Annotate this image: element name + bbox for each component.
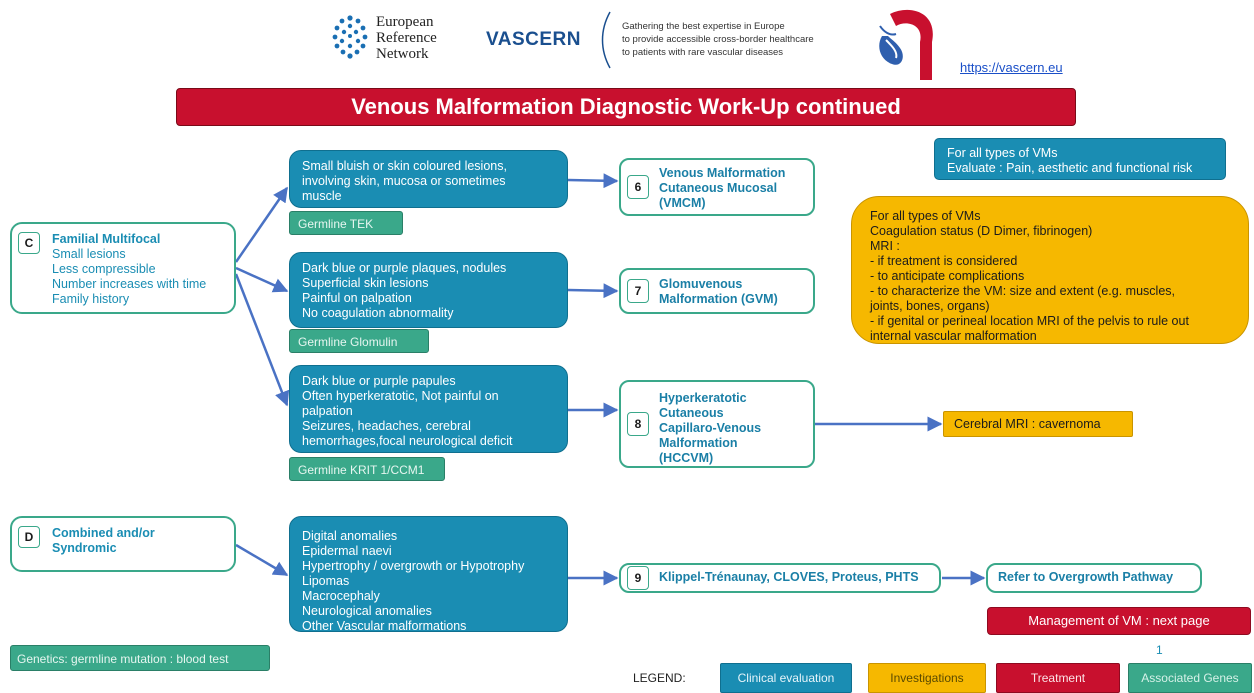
diagnosis-label: Glomuvenous Malformation (GVM) <box>659 277 778 306</box>
ern-text-line2: Reference <box>376 30 437 46</box>
arrow-c-to-clinical-3 <box>234 273 290 407</box>
header-tagline: Gathering the best expertise in Europe t… <box>622 21 814 58</box>
entry-title: Combined and/or Syndromic <box>52 526 155 555</box>
ern-logo: European Reference Network <box>330 12 470 66</box>
cerebral-mri-box: Cerebral MRI : cavernoma <box>943 411 1133 437</box>
diagnosis-box-7: 7 Glomuvenous Malformation (GVM) <box>619 268 815 314</box>
overgrowth-pathway-label: Refer to Overgrowth Pathway <box>998 570 1174 584</box>
entry-familial-multifocal: C Familial Multifocal Small lesions Less… <box>10 222 236 314</box>
info-evaluate-box: For all types of VMs Evaluate : Pain, ae… <box>934 138 1226 180</box>
diagnosis-number: 7 <box>627 279 649 303</box>
arrow-c-to-clinical-1 <box>234 186 289 263</box>
gene-box-glomulin: Germline Glomulin <box>289 329 429 353</box>
arrow-d-to-clinical4 <box>235 543 289 577</box>
vascern-wordmark: VASCERN <box>486 29 581 50</box>
diagnosis-box-9: 9 Klippel-Trénaunay, CLOVES, Proteus, PH… <box>619 563 941 593</box>
genetics-note: Genetics: germline mutation : blood test <box>10 645 270 671</box>
ern-text-line3: Network <box>376 46 429 62</box>
entry-title: Familial Multifocal <box>52 232 161 246</box>
ern-text-line1: European <box>376 14 434 30</box>
ern-logo-icon <box>332 15 368 59</box>
clinical-box-2: Dark blue or purple plaques, nodules Sup… <box>289 252 568 328</box>
overgrowth-pathway-box[interactable]: Refer to Overgrowth Pathway <box>986 563 1202 593</box>
arrow-clinical1-to-dx6 <box>567 173 619 189</box>
gene-box-tek: Germline TEK <box>289 211 403 235</box>
entry-combined-syndromic: D Combined and/or Syndromic <box>10 516 236 572</box>
diagnosis-label: Klippel-Trénaunay, CLOVES, Proteus, PHTS <box>659 570 919 584</box>
diagnosis-box-6: 6 Venous Malformation Cutaneous Mucosal … <box>619 158 815 216</box>
arrow-clinical2-to-dx7 <box>567 283 619 299</box>
diagnosis-label: Venous Malformation Cutaneous Mucosal (V… <box>659 166 786 210</box>
page-title: Venous Malformation Diagnostic Work-Up c… <box>176 88 1076 126</box>
vascern-url-link[interactable]: https://vascern.eu <box>960 60 1063 75</box>
vascern-heart-logo-icon <box>879 9 933 80</box>
diagnosis-number: 8 <box>627 412 649 436</box>
clinical-box-4: Digital anomalies Epidermal naevi Hypert… <box>289 516 568 633</box>
diagnosis-label: Hyperkeratotic Cutaneous Capillaro-Venou… <box>659 391 762 465</box>
gene-box-krit1: Germline KRIT 1/CCM1 <box>289 457 445 481</box>
legend-label: LEGEND: <box>633 671 686 685</box>
entry-body: Small lesions Less compressible Number i… <box>52 247 207 306</box>
entry-letter-c: C <box>18 232 40 254</box>
info-investigations-box: For all types of VMs Coagulation status … <box>851 196 1249 344</box>
clinical-box-3: Dark blue or purple papules Often hyperk… <box>289 365 568 453</box>
diagnosis-box-8: 8 Hyperkeratotic Cutaneous Capillaro-Ven… <box>619 380 815 468</box>
header-divider-icon <box>601 11 611 69</box>
diagnosis-number: 9 <box>627 566 649 590</box>
legend-clinical: Clinical evaluation <box>720 663 852 693</box>
management-next-page-button[interactable]: Management of VM : next page <box>987 607 1251 635</box>
diagnosis-number: 6 <box>627 175 649 199</box>
clinical-box-1: Small bluish or skin coloured lesions, i… <box>289 150 568 208</box>
arrow-c-to-clinical-2 <box>235 266 289 293</box>
entry-letter-d: D <box>18 526 40 548</box>
page-number: 1 <box>1156 643 1163 657</box>
